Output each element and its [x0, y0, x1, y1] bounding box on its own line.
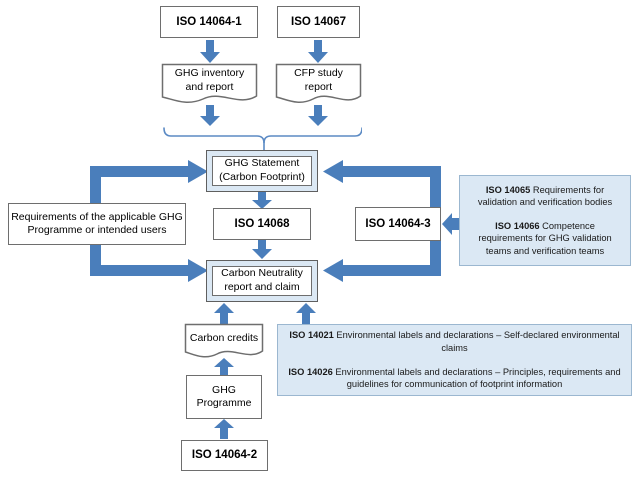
- node-ghg-statement-inner: GHG Statement (Carbon Footprint): [212, 156, 312, 186]
- carbon-credits-text: Carbon credits: [189, 331, 259, 344]
- iso-14021-code: ISO 14021: [289, 330, 334, 341]
- arrow-ghg-inventory-down: [199, 105, 221, 127]
- node-iso-14064-1-label: ISO 14064-1: [176, 15, 242, 28]
- node-iso-14068-label: ISO 14068: [234, 217, 290, 230]
- carbon-neutrality-line2: report and claim: [224, 281, 300, 293]
- iso-14065-text: Requirements for validation and verifica…: [477, 184, 613, 208]
- ghg-statement-line1: GHG Statement: [224, 157, 300, 170]
- node-cfp-study-report: CFP study report: [275, 63, 362, 105]
- node-carbon-credits-label: Carbon credits: [184, 323, 264, 354]
- ghg-inventory-line1: GHG inventory: [174, 67, 245, 80]
- ghg-statement-line2: (Carbon Footprint): [219, 171, 305, 183]
- node-ghg-inventory-report: GHG inventory and report: [161, 63, 258, 105]
- arrow-iso14067-to-cfp-study: [307, 40, 329, 64]
- node-ghg-statement: GHG Statement (Carbon Footprint): [206, 150, 318, 192]
- node-carbon-neutrality: Carbon Neutrality report and claim: [206, 260, 318, 302]
- arrow-cfp-study-down: [307, 105, 329, 127]
- panel-labels-entry-0: ISO 14021 Environmental labels and decla…: [286, 329, 623, 354]
- panel-labels-entry-1: ISO 14026 Environmental labels and decla…: [286, 366, 623, 391]
- node-iso-14064-2: ISO 14064-2: [181, 440, 268, 471]
- node-iso-14068: ISO 14068: [213, 208, 311, 240]
- node-carbon-neutrality-inner: Carbon Neutrality report and claim: [212, 266, 312, 296]
- arrow-iso14064-2-to-ghg-programme: [213, 419, 235, 439]
- node-iso-14067-label: ISO 14067: [291, 15, 346, 28]
- iso-14026-code: ISO 14026: [288, 366, 333, 377]
- panel-validation-entry-1: ISO 14066 Competence requirements for GH…: [468, 220, 622, 258]
- arrow-iso14068-to-carbon-neutrality: [251, 240, 273, 260]
- node-iso-14064-3: ISO 14064-3: [355, 207, 441, 241]
- node-cfp-study-report-label: CFP study report: [275, 63, 362, 99]
- arrow-labels-panel-to-carbon-neutrality: [295, 303, 317, 325]
- iso-14066-text: Competence requirements for GHG validati…: [478, 220, 612, 256]
- node-requirements-ghg-programme: Requirements of the applicable GHG Progr…: [8, 203, 186, 245]
- ghg-programme-line2: Programme: [196, 397, 252, 409]
- iso-14026-text: Environmental labels and declarations – …: [332, 366, 621, 390]
- arrow-carbon-credits-to-carbon-neutrality: [213, 303, 235, 325]
- node-ghg-programme: GHG Programme: [186, 375, 262, 419]
- iso-14021-text: Environmental labels and declarations – …: [333, 330, 620, 353]
- node-iso-14064-2-label: ISO 14064-2: [191, 449, 258, 462]
- node-iso-14067: ISO 14067: [277, 6, 360, 38]
- cfp-study-line1: CFP study: [294, 67, 343, 80]
- panel-validation-entry-0: ISO 14065 Requirements for validation an…: [468, 184, 622, 209]
- node-iso-14064-1: ISO 14064-1: [160, 6, 258, 38]
- arrow-statement-to-iso14068: [251, 192, 273, 210]
- arrow-iso14064-1-to-ghg-inventory: [199, 40, 221, 64]
- arrow-validation-panel-to-iso14064-3: [441, 213, 463, 235]
- requirements-line2: Programme or intended users: [27, 224, 167, 236]
- carbon-neutrality-line1: Carbon Neutrality: [221, 267, 303, 280]
- node-carbon-credits: Carbon credits: [184, 323, 264, 359]
- iso-14065-code: ISO 14065: [485, 184, 531, 195]
- node-ghg-inventory-report-label: GHG inventory and report: [161, 63, 258, 99]
- ghg-inventory-line2: and report: [185, 81, 234, 94]
- panel-environmental-labels: ISO 14021 Environmental labels and decla…: [277, 324, 632, 396]
- iso-14066-code: ISO 14066: [495, 220, 540, 231]
- node-iso-14064-3-label: ISO 14064-3: [365, 217, 431, 230]
- arrow-ghg-programme-to-carbon-credits: [213, 358, 235, 378]
- cfp-study-line2: report: [304, 81, 333, 94]
- panel-validation-standards: ISO 14065 Requirements for validation an…: [459, 175, 631, 266]
- ghg-programme-line1: GHG: [212, 383, 236, 396]
- requirements-line1: Requirements of the applicable GHG: [11, 210, 183, 223]
